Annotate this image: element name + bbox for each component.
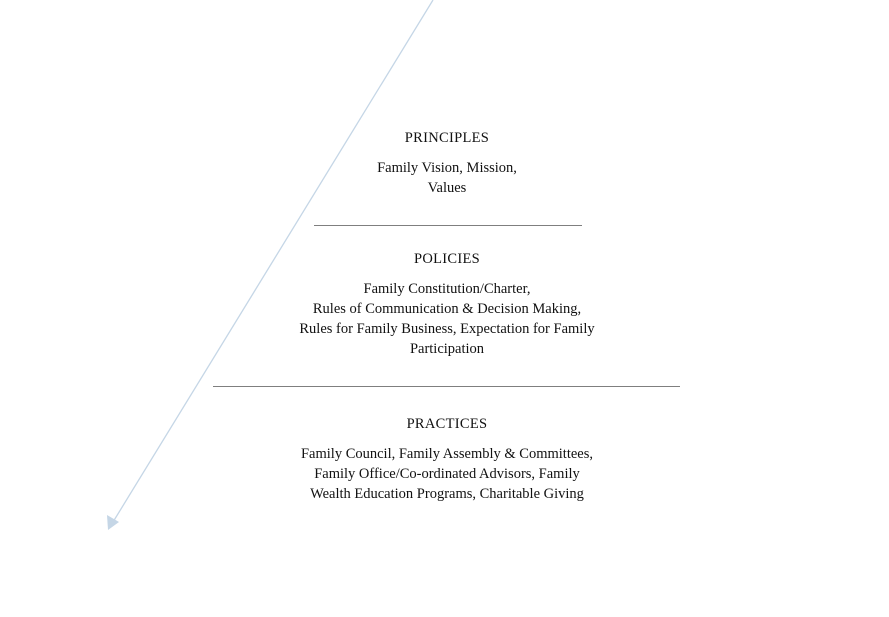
- divider-2: [213, 386, 680, 387]
- divider-1: [314, 225, 582, 226]
- policies-line: Family Constitution/Charter,: [363, 281, 531, 297]
- policies-line: Participation: [409, 341, 485, 357]
- practices-line: Family Office/Co-ordinated Advisors, Fam…: [314, 466, 580, 482]
- principles-section: PRINCIPLES Family Vision, Mission, Value…: [247, 128, 647, 198]
- policies-line: Rules of Communication & Decision Making…: [312, 301, 582, 317]
- practices-line: Wealth Education Programs, Charitable Gi…: [310, 486, 584, 502]
- policies-section: POLICIES Family Constitution/Charter, Ru…: [247, 249, 647, 359]
- practices-title: PRACTICES: [406, 416, 488, 432]
- principles-line: Family Vision, Mission,: [377, 160, 517, 176]
- policies-title: POLICIES: [413, 251, 481, 267]
- practices-line: Family Council, Family Assembly & Commit…: [300, 446, 594, 462]
- policies-line: Rules for Family Business, Expectation f…: [299, 321, 595, 337]
- principles-line: Values: [427, 180, 467, 196]
- principles-title: PRINCIPLES: [404, 130, 490, 146]
- practices-section: PRACTICES Family Council, Family Assembl…: [247, 414, 647, 504]
